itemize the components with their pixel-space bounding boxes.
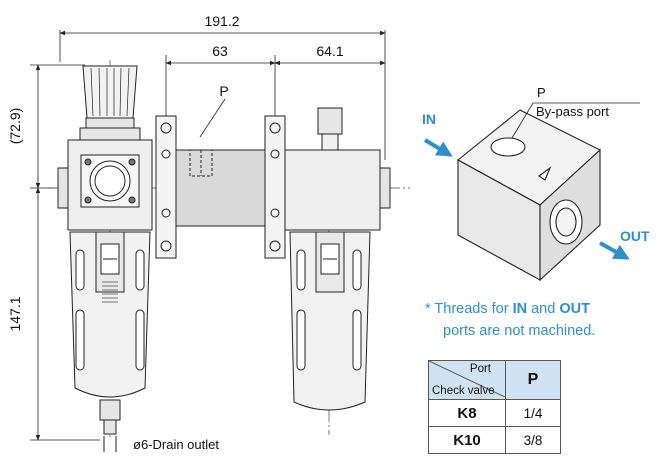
flow-arrows bbox=[423, 138, 630, 260]
header-p: P bbox=[505, 360, 561, 400]
row-value: 3/8 bbox=[505, 426, 561, 454]
bypass-port-label: By-pass port bbox=[536, 104, 609, 119]
threads-note: * Threads for IN and OUT ports are not m… bbox=[425, 298, 657, 342]
lubricator-unit bbox=[284, 107, 391, 411]
note-line2: ports are not machined. bbox=[443, 323, 596, 339]
header-port: Port bbox=[469, 363, 491, 375]
filter-regulator-unit bbox=[57, 65, 153, 452]
dimension-lines bbox=[30, 30, 386, 441]
row-key: K8 bbox=[428, 399, 506, 427]
table-row: K8 1/4 bbox=[428, 399, 561, 427]
note-in: IN bbox=[512, 301, 528, 317]
row-key: K10 bbox=[428, 426, 506, 454]
table-row: K10 3/8 bbox=[428, 426, 561, 454]
header-check-valve: Check valve bbox=[432, 385, 495, 397]
note-out: OUT bbox=[559, 301, 590, 317]
dim-overall-width: 191.2 bbox=[204, 13, 239, 29]
bypass-module bbox=[175, 98, 266, 227]
port-table: Port Check valve P K8 1/4 K10 3/8 bbox=[428, 360, 561, 454]
iso-p-label: P bbox=[537, 85, 546, 100]
in-label: IN bbox=[422, 111, 436, 127]
drain-outlet-label: ø6-Drain outlet bbox=[133, 437, 219, 452]
mounting-brackets bbox=[155, 115, 286, 259]
note-prefix: * Threads for bbox=[425, 301, 513, 317]
out-label: OUT bbox=[620, 228, 650, 244]
dim-lower-height: 147.1 bbox=[7, 296, 23, 331]
note-and: and bbox=[527, 301, 560, 317]
dim-right-width: 64.1 bbox=[316, 43, 343, 59]
p-label: P bbox=[219, 83, 228, 99]
table-header-diagonal: Port Check valve bbox=[428, 360, 506, 400]
row-value: 1/4 bbox=[505, 399, 561, 427]
dim-module-pitch: 63 bbox=[212, 43, 228, 59]
bypass-port-block-iso bbox=[457, 102, 640, 282]
diagonal-divider bbox=[429, 361, 505, 397]
dim-upper-height: (72.9) bbox=[7, 108, 23, 145]
